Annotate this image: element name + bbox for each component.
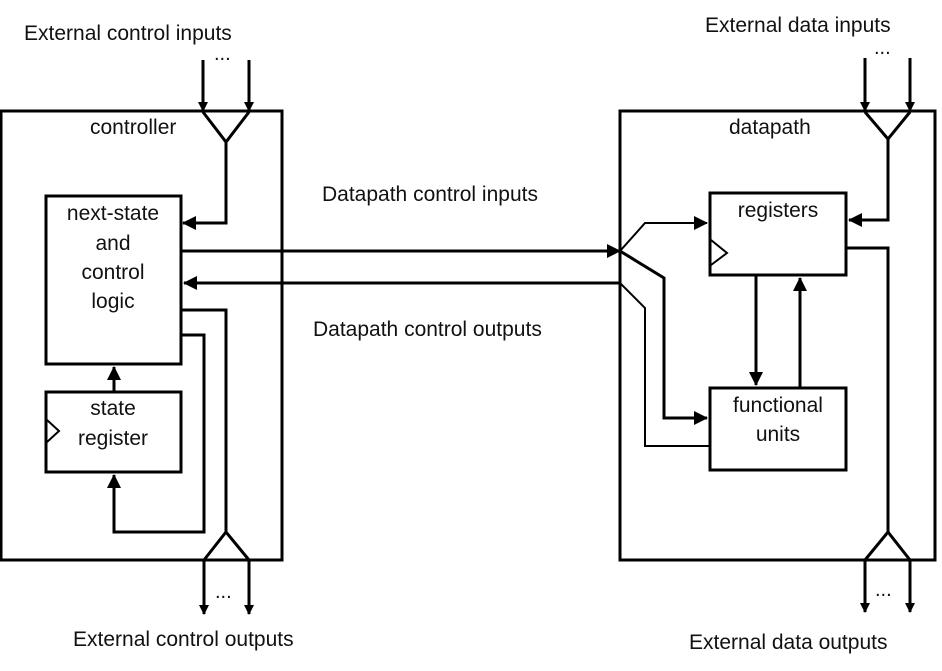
next-state-logic-line-2: and — [95, 232, 130, 255]
registers-box — [708, 191, 848, 277]
external-control-outputs-label: External control outputs — [73, 628, 294, 651]
control-input-bus — [182, 142, 228, 230]
next-state-logic-line-1: next-state — [67, 202, 159, 225]
external-data-outputs-label: External data outputs — [689, 631, 887, 654]
control-inputs-ellipsis: ... — [214, 43, 231, 65]
next-state-logic-line-4: logic — [91, 290, 134, 313]
control-to-functional-units-wire — [619, 249, 708, 425]
functional-units-line-1: functional — [733, 394, 823, 417]
datapath-title: datapath — [729, 116, 811, 139]
registers-label: registers — [738, 199, 819, 222]
state-register-line-2: register — [78, 427, 148, 450]
data-output-split — [863, 529, 912, 561]
control-output-bus — [181, 308, 228, 532]
datapath-box — [618, 109, 937, 562]
datapath-control-outputs-label: Datapath control outputs — [313, 318, 542, 341]
functional-units-box — [708, 386, 848, 472]
next-state-logic-box — [44, 194, 183, 366]
data-output-bus — [846, 246, 890, 532]
functional-units-line-2: units — [756, 423, 800, 446]
data-outputs-ellipsis: ... — [875, 579, 892, 601]
state-register-clock-icon — [46, 419, 61, 443]
control-outputs-ellipsis: ... — [215, 581, 232, 603]
datapath-control-inputs-label: Datapath control inputs — [322, 183, 538, 206]
control-output-split — [202, 529, 251, 561]
registers-clock-icon — [710, 239, 729, 266]
next-state-feedback-wire — [107, 333, 206, 534]
external-control-inputs-label: External control inputs — [24, 22, 232, 45]
state-register-line-1: state — [90, 397, 136, 420]
functional-units-status-wire — [619, 282, 710, 447]
data-inputs-ellipsis: ... — [874, 37, 891, 59]
external-data-inputs-label: External data inputs — [705, 14, 891, 37]
controller-title: controller — [90, 116, 176, 139]
data-input-bus — [848, 139, 890, 227]
control-to-registers-wire — [619, 216, 708, 252]
next-state-logic-line-3: control — [81, 261, 144, 284]
